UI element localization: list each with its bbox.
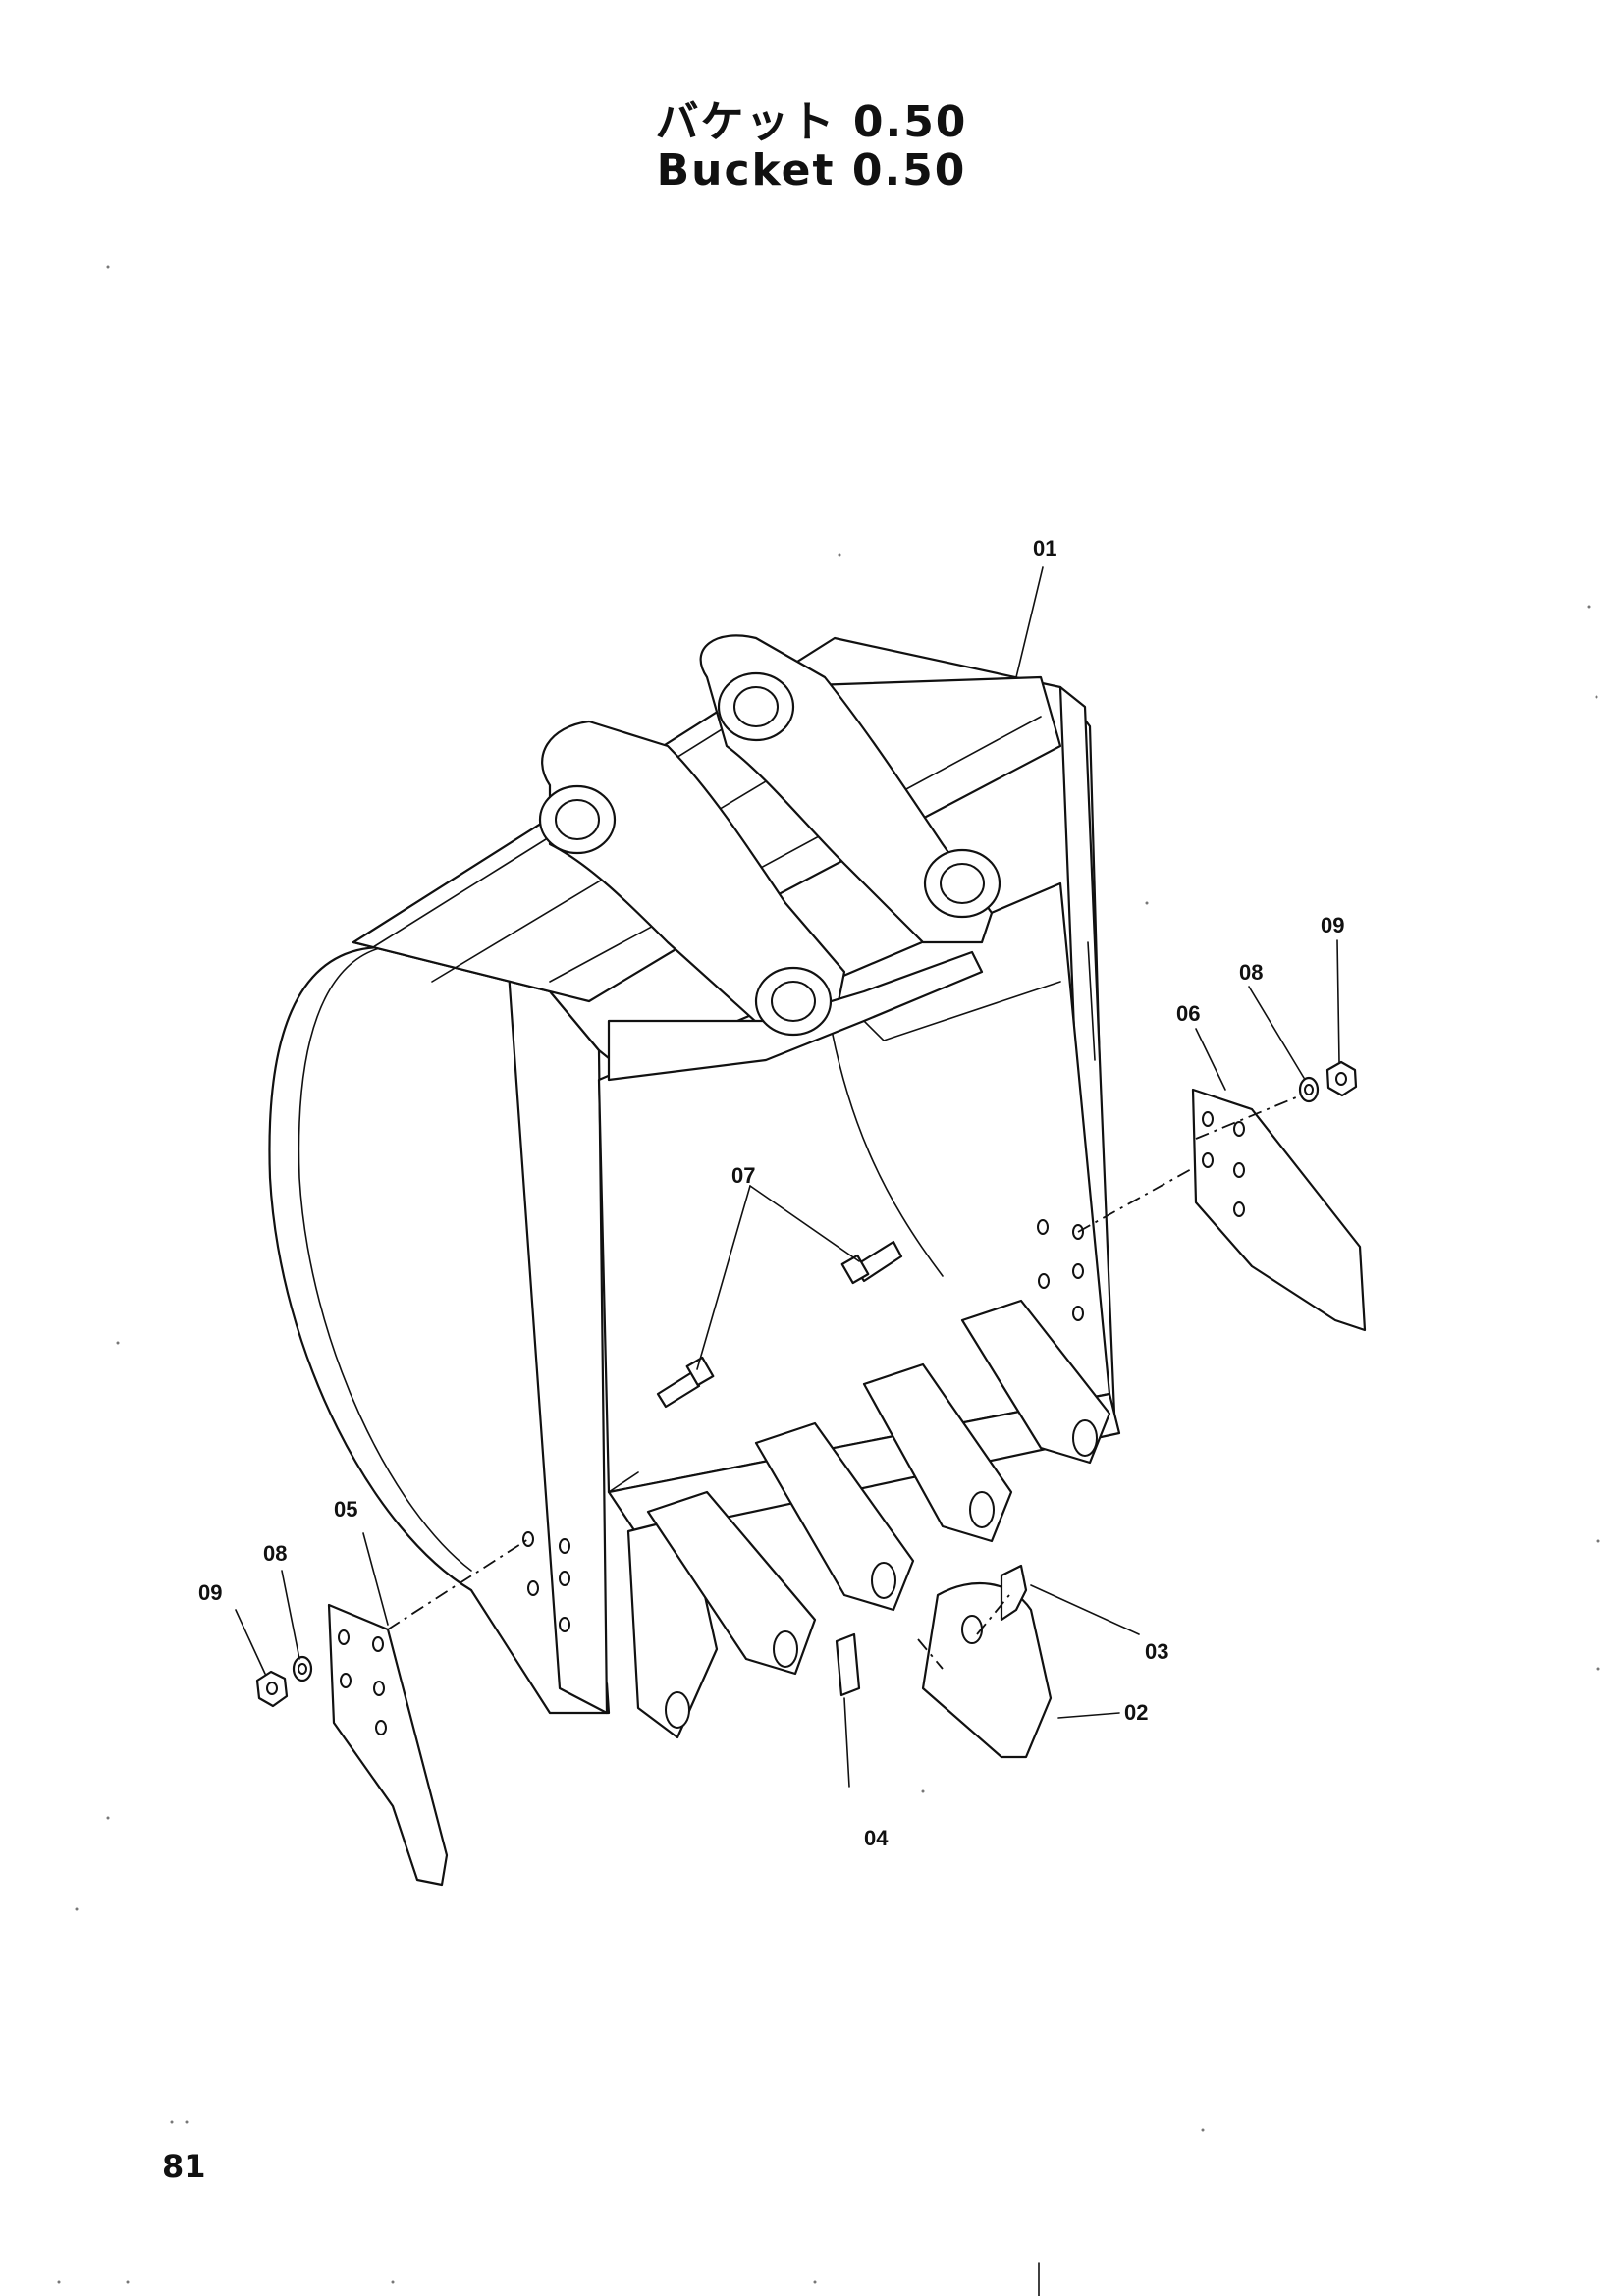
callout-02: 02	[1124, 1700, 1148, 1725]
scan-specks	[57, 265, 1600, 2296]
leader-lines	[235, 566, 1340, 1788]
nut-09-left	[255, 1670, 289, 1708]
tooth-adapters	[626, 1299, 1111, 1739]
callout-03: 03	[1145, 1639, 1168, 1664]
callout-08-left: 08	[263, 1541, 287, 1566]
callout-08-right: 08	[1239, 960, 1263, 985]
bolt-07-upper	[840, 1240, 903, 1285]
tooth-pin-03	[1000, 1564, 1028, 1622]
callout-01: 01	[1033, 536, 1056, 561]
callout-05: 05	[334, 1497, 357, 1522]
callout-04: 04	[864, 1826, 889, 1850]
callout-09-left: 09	[198, 1580, 222, 1605]
callout-labels: 01 02 03 04 05 06 07 08 08 09 09	[198, 536, 1344, 1850]
left-side-holes	[522, 1531, 570, 1632]
washer-08-left	[292, 1655, 313, 1682]
right-side-holes	[1037, 1219, 1084, 1321]
page-number: 81	[162, 2148, 206, 2185]
washer-08-right	[1298, 1076, 1320, 1103]
callout-06: 06	[1176, 1001, 1200, 1026]
page-title-english: Bucket 0.50	[656, 145, 967, 195]
bolt-07-lower	[656, 1356, 715, 1409]
pin-bosses	[538, 671, 1001, 1037]
bucket-tooth-02	[921, 1581, 1053, 1759]
page-title-japanese: バケット 0.50	[655, 97, 968, 147]
side-cutter-05	[327, 1603, 449, 1887]
nut-09-right	[1325, 1060, 1358, 1097]
bucket-body	[268, 634, 1121, 1739]
callout-07: 07	[731, 1163, 755, 1188]
side-cutter-06	[1191, 1088, 1367, 1332]
callout-09-right: 09	[1321, 913, 1344, 937]
tooth-lock-04	[835, 1632, 861, 1697]
